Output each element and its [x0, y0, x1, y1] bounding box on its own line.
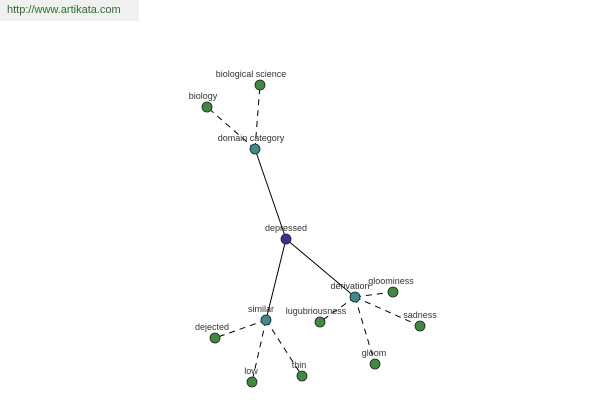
node-sadness[interactable]	[414, 320, 426, 332]
edge-root-derivation	[285, 238, 356, 298]
node-derivation[interactable]	[349, 291, 361, 303]
edge-derivation-lugubriousness	[319, 296, 356, 323]
label-depressed: depressed	[265, 223, 307, 233]
label-similar: similar	[248, 304, 274, 314]
edge-derivation-sadness	[354, 296, 421, 327]
label-dejected: dejected	[195, 322, 229, 332]
label-derivation: derivation	[330, 281, 369, 291]
edge-similar-dejected	[214, 319, 267, 339]
label-lugubriousness: lugubriousness	[286, 306, 347, 316]
node-biology[interactable]	[201, 101, 213, 113]
node-depressed[interactable]	[280, 233, 292, 245]
label-gloom: gloom	[362, 348, 387, 358]
edge-root-similar	[265, 238, 287, 321]
label-biology: biology	[189, 91, 218, 101]
edge-similar-thin	[265, 319, 303, 377]
label-thin: thin	[292, 360, 307, 370]
node-similar[interactable]	[260, 314, 272, 326]
label-biological-science: biological science	[216, 69, 287, 79]
node-gloom[interactable]	[369, 358, 381, 370]
edge-derivation-gloominess	[354, 291, 394, 298]
edge-root-domain	[254, 148, 287, 240]
node-gloominess[interactable]	[387, 286, 399, 298]
label-sadness: sadness	[403, 310, 437, 320]
edge-derivation-gloom	[354, 296, 376, 365]
node-biological-science[interactable]	[254, 79, 266, 91]
label-low: low	[244, 366, 258, 376]
url-bar: http://www.artikata.com	[0, 0, 139, 21]
node-thin[interactable]	[296, 370, 308, 382]
node-dejected[interactable]	[209, 332, 221, 344]
site-url-link[interactable]: http://www.artikata.com	[7, 4, 121, 16]
label-domain-category: domain category	[218, 133, 285, 143]
node-domain-category[interactable]	[249, 143, 261, 155]
node-low[interactable]	[246, 376, 258, 388]
node-lugubriousness[interactable]	[314, 316, 326, 328]
label-gloominess: gloominess	[368, 276, 414, 286]
